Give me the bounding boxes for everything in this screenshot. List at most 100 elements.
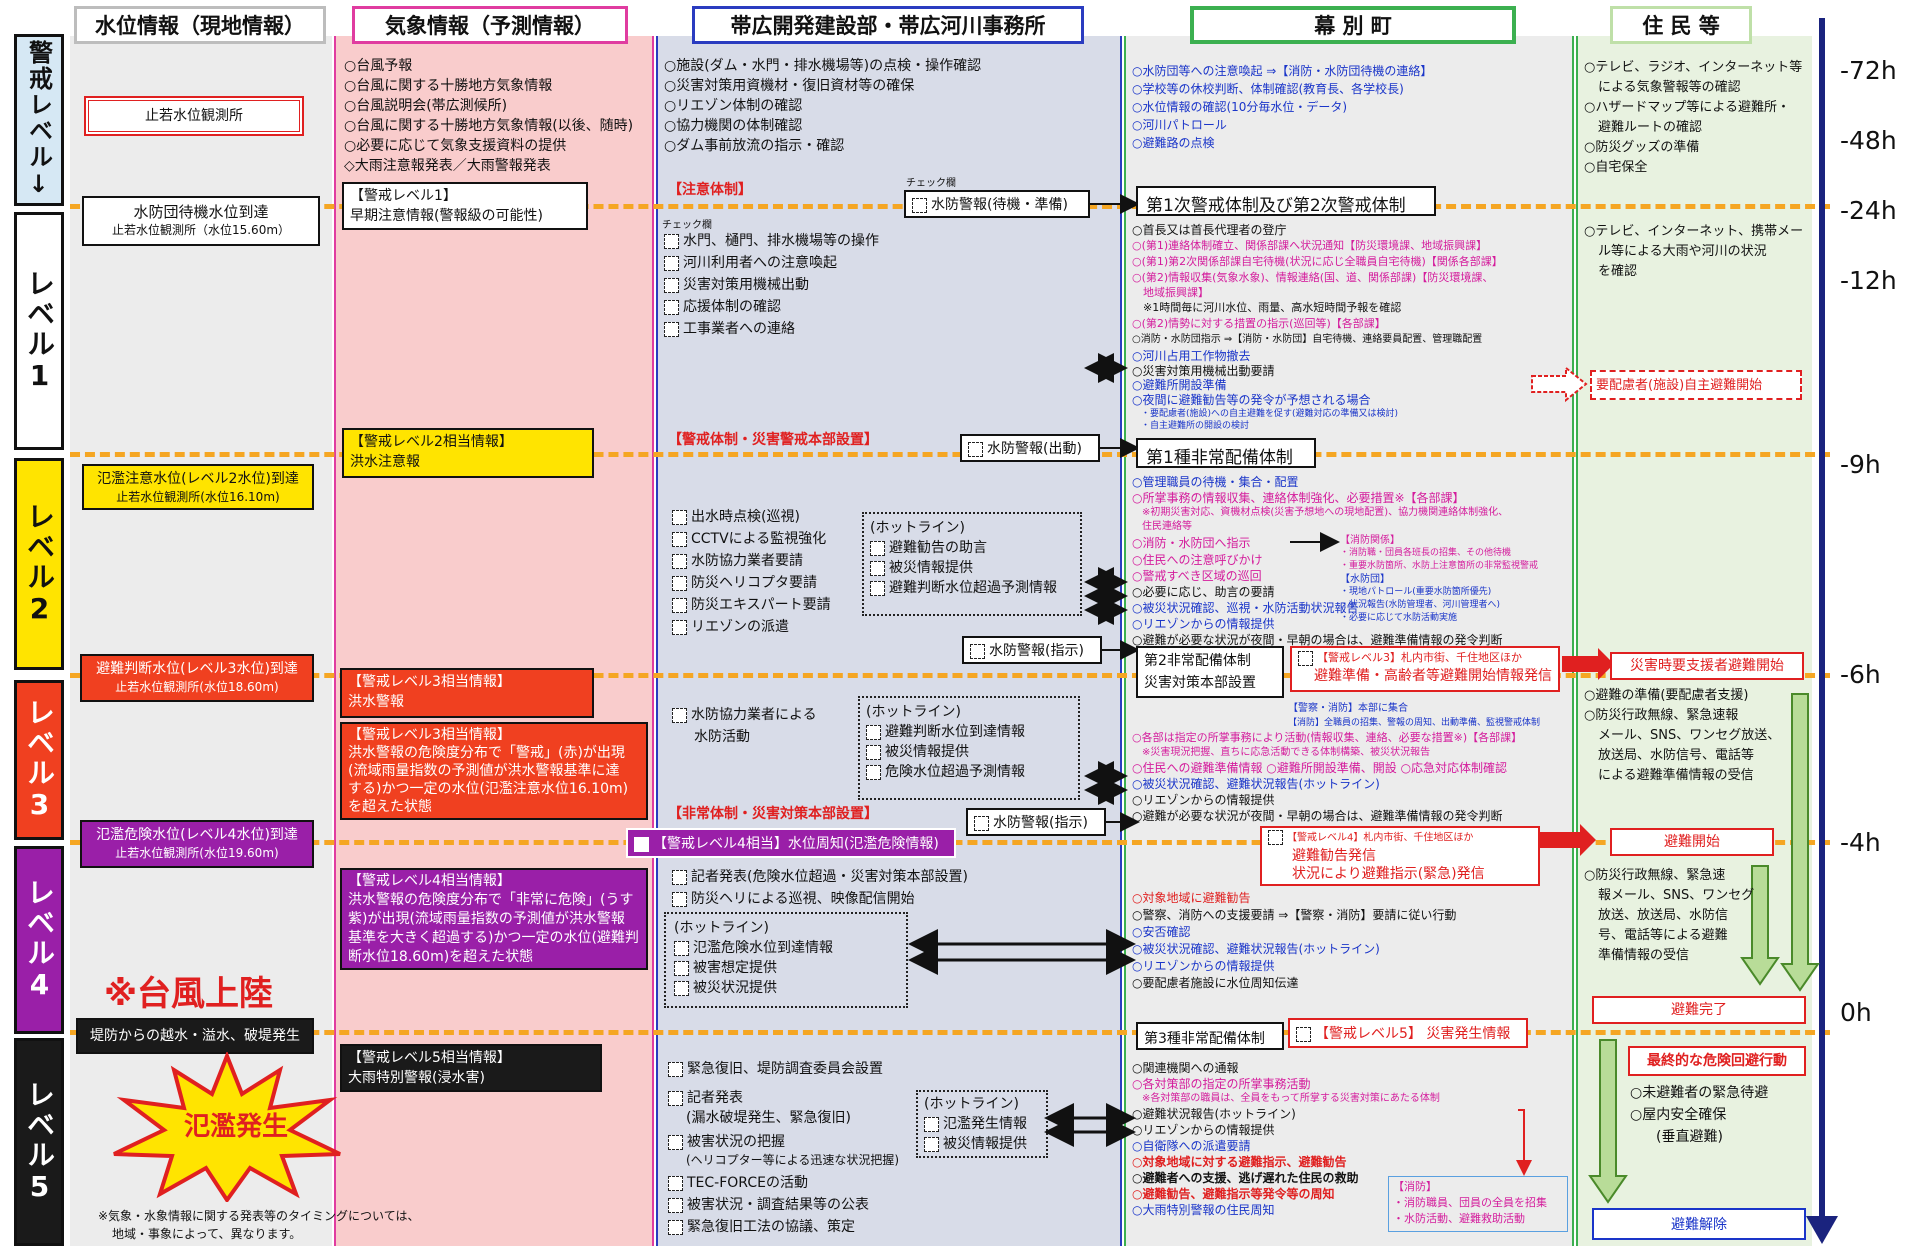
checkbox[interactable] bbox=[668, 1090, 683, 1106]
checkbox[interactable] bbox=[672, 869, 687, 885]
checkbox[interactable] bbox=[664, 321, 679, 337]
hotline-item: 危険水位超過予測情報 bbox=[866, 762, 1072, 782]
checkbox[interactable] bbox=[664, 233, 679, 249]
item-label: 被災情報提供 bbox=[943, 1136, 1027, 1152]
jumin-pre-list: ○テレビ、ラジオ、インターネット等 による気象警報等の確認 ○ハザードマップ等に… bbox=[1584, 58, 1802, 178]
makubetsu-pre-item: ○水防団等への注意喚起 ⇒【消防・水防団待機の連絡】 bbox=[1132, 64, 1433, 78]
fire-item: ・重要水防箇所、水防上注意箇所の非常監視警戒 bbox=[1340, 561, 1539, 571]
dashed-line-6h bbox=[70, 673, 1830, 678]
checkbox[interactable] bbox=[870, 560, 885, 576]
checkbox[interactable] bbox=[668, 1219, 683, 1235]
checkbox[interactable] bbox=[1296, 1026, 1311, 1042]
obihiro-level2-item: 防災ヘリコプタ要請 bbox=[672, 572, 831, 594]
checkbox[interactable] bbox=[1268, 830, 1283, 845]
item-label: 緊急復旧工法の協議、策定 bbox=[687, 1219, 855, 1235]
item-label: 災害対策用機械出動 bbox=[683, 277, 809, 293]
suibo-keiho-4-label: 水防警報(指示) bbox=[993, 815, 1088, 831]
makubetsu-level3-item: 【警察・消防】本部に集合 bbox=[1288, 703, 1408, 714]
level-1: レベル1 bbox=[14, 212, 64, 450]
jumin-pre-item: による気象警報等の確認 bbox=[1598, 80, 1741, 95]
checkbox[interactable] bbox=[672, 597, 687, 613]
hotline-item: 避難判断水位到達情報 bbox=[866, 722, 1072, 742]
checkbox[interactable] bbox=[970, 643, 985, 659]
checkbox[interactable] bbox=[674, 940, 689, 956]
fire-item: ・現地パトロール(重要水防箇所優先) bbox=[1340, 587, 1492, 597]
suii-level3-sub: 止若水位観測所(水位18.60m) bbox=[115, 680, 279, 694]
alert-line: 【警戒レベル4】札内市街、千住地区ほか bbox=[1268, 830, 1532, 847]
kisho-level5-line: 大雨特別警報(浸水害) bbox=[348, 1070, 485, 1086]
item-label: 応援体制の確認 bbox=[683, 299, 781, 315]
alert-line: 避難勧告発信 bbox=[1292, 847, 1376, 864]
jumin-level4-item: 準備情報の受信 bbox=[1598, 948, 1690, 963]
checkbox[interactable] bbox=[674, 980, 689, 996]
taisei-3-box: 第2非常配備体制 災害対策本部設置 bbox=[1136, 646, 1284, 698]
checkbox[interactable] bbox=[1298, 650, 1313, 666]
obihiro-pre-item: ○災害対策用資機材・復旧資材等の確保 bbox=[664, 78, 915, 94]
checkbox[interactable] bbox=[866, 724, 881, 740]
kisho-level1-line: 【警戒レベル1】 bbox=[350, 188, 457, 204]
checkbox[interactable] bbox=[672, 575, 687, 591]
fire-item: 【水防団】 bbox=[1340, 574, 1390, 585]
checkbox[interactable] bbox=[672, 707, 687, 723]
fire-item: ・必要に応じて水防活動実施 bbox=[1340, 613, 1458, 623]
makubetsu-level2-item: ○住民への注意呼びかけ bbox=[1132, 553, 1263, 567]
checkbox[interactable] bbox=[924, 1136, 939, 1152]
obihiro-pre-item: ○協力機関の体制確認 bbox=[664, 118, 803, 134]
checkbox[interactable] bbox=[672, 553, 687, 569]
hotline-item: 被災状況提供 bbox=[674, 978, 898, 998]
checkbox[interactable] bbox=[866, 764, 881, 780]
suibo-keiho-3-box: 水防警報(指示) bbox=[962, 636, 1102, 664]
hotline-item: 避難判断水位超過予測情報 bbox=[870, 578, 1074, 598]
makubetsu-level1-item: ○(第2)情報収集(気象水象)、情報連絡(国、道、関係部課)【防災環境課、 bbox=[1132, 271, 1494, 284]
obihiro-level4-list: 記者発表(危険水位超過・災害対策本部設置) 防災ヘリによる巡視、映像配信開始 bbox=[672, 866, 968, 910]
checkbox[interactable] bbox=[668, 1134, 683, 1150]
item-label: 氾濫危険水位到達情報 bbox=[693, 940, 833, 956]
item-label: 緊急復旧、堤防調査委員会設置 bbox=[687, 1061, 883, 1077]
checkbox[interactable] bbox=[672, 531, 687, 547]
obihiro-level2-item: 防災エキスパート要請 bbox=[672, 594, 831, 616]
item-label: 河川利用者への注意喚起 bbox=[683, 255, 837, 271]
makubetsu-level4-alert: 【警戒レベル4】札内市街、千住地区ほか 避難勧告発信 状況により避難指示(緊急)… bbox=[1260, 826, 1540, 886]
checkbox[interactable] bbox=[968, 441, 983, 457]
checkbox[interactable] bbox=[974, 815, 989, 831]
item-label: 被害状況の把握 bbox=[687, 1134, 785, 1150]
checkbox[interactable] bbox=[870, 580, 885, 596]
checkbox[interactable] bbox=[672, 619, 687, 635]
obihiro-check-label-2: チェック欄 bbox=[662, 220, 712, 231]
checkbox[interactable] bbox=[664, 255, 679, 271]
checkbox[interactable] bbox=[664, 299, 679, 315]
checkbox[interactable] bbox=[672, 509, 687, 525]
checkbox[interactable] bbox=[672, 891, 687, 907]
obihiro-keikai-label: 【警戒体制・災害警戒本部設置】 bbox=[668, 432, 878, 448]
checkbox[interactable] bbox=[924, 1116, 939, 1132]
item-label: 記者発表 bbox=[687, 1090, 743, 1106]
checkbox[interactable] bbox=[870, 540, 885, 556]
item-label: 被害想定提供 bbox=[693, 960, 777, 976]
checkbox[interactable] bbox=[668, 1175, 683, 1191]
checkbox[interactable] bbox=[668, 1197, 683, 1213]
jumin-level1-item: ル等による大雨や河川の状況 bbox=[1598, 244, 1767, 259]
item-label: 危険水位超過予測情報 bbox=[885, 764, 1025, 780]
suibo-keiho-2-box: 水防警報(出動) bbox=[960, 434, 1100, 462]
kisho-level4-line: 紫)が出現(流域雨量指数の予測値が洪水警報 bbox=[348, 911, 625, 927]
makubetsu-level2-item: ○所掌事務の情報収集、連絡体制強化、必要措置※【各部課】 bbox=[1132, 491, 1465, 505]
jumin-final-title: 最終的な危険回避行動 bbox=[1628, 1046, 1806, 1076]
makubetsu-level2-item: ※初期災害対応、資機材点検(災害予想地への現地配置)、協力機関連絡体制強化、 bbox=[1132, 507, 1509, 518]
checkbox[interactable] bbox=[634, 836, 649, 852]
checkbox[interactable] bbox=[866, 744, 881, 760]
taisei-5-box: 第3種非常配備体制 bbox=[1136, 1022, 1284, 1050]
hotline-label: (ホットライン) bbox=[674, 920, 769, 936]
checkbox[interactable] bbox=[912, 197, 927, 213]
checkbox[interactable] bbox=[674, 960, 689, 976]
hour-label-12: -12h bbox=[1840, 266, 1897, 295]
fire-item: ・状況報告(水防管理者、河川管理者へ) bbox=[1340, 600, 1501, 610]
obihiro-level5-item: TEC-FORCEの活動 bbox=[668, 1172, 899, 1194]
checkbox[interactable] bbox=[668, 1061, 683, 1077]
jumin-pre-item: 避難ルートの確認 bbox=[1598, 120, 1703, 135]
suii-level1-title: 水防団待機水位到達 bbox=[133, 203, 269, 221]
checkbox[interactable] bbox=[664, 277, 679, 293]
level-2: レベル2 bbox=[14, 458, 64, 670]
obihiro-level4-item: 防災ヘリによる巡視、映像配信開始 bbox=[672, 888, 968, 910]
makubetsu-level3-item: ○住民への避難準備情報 ○避難所開設準備、開設 ○応急対応体制確認 bbox=[1132, 761, 1508, 775]
